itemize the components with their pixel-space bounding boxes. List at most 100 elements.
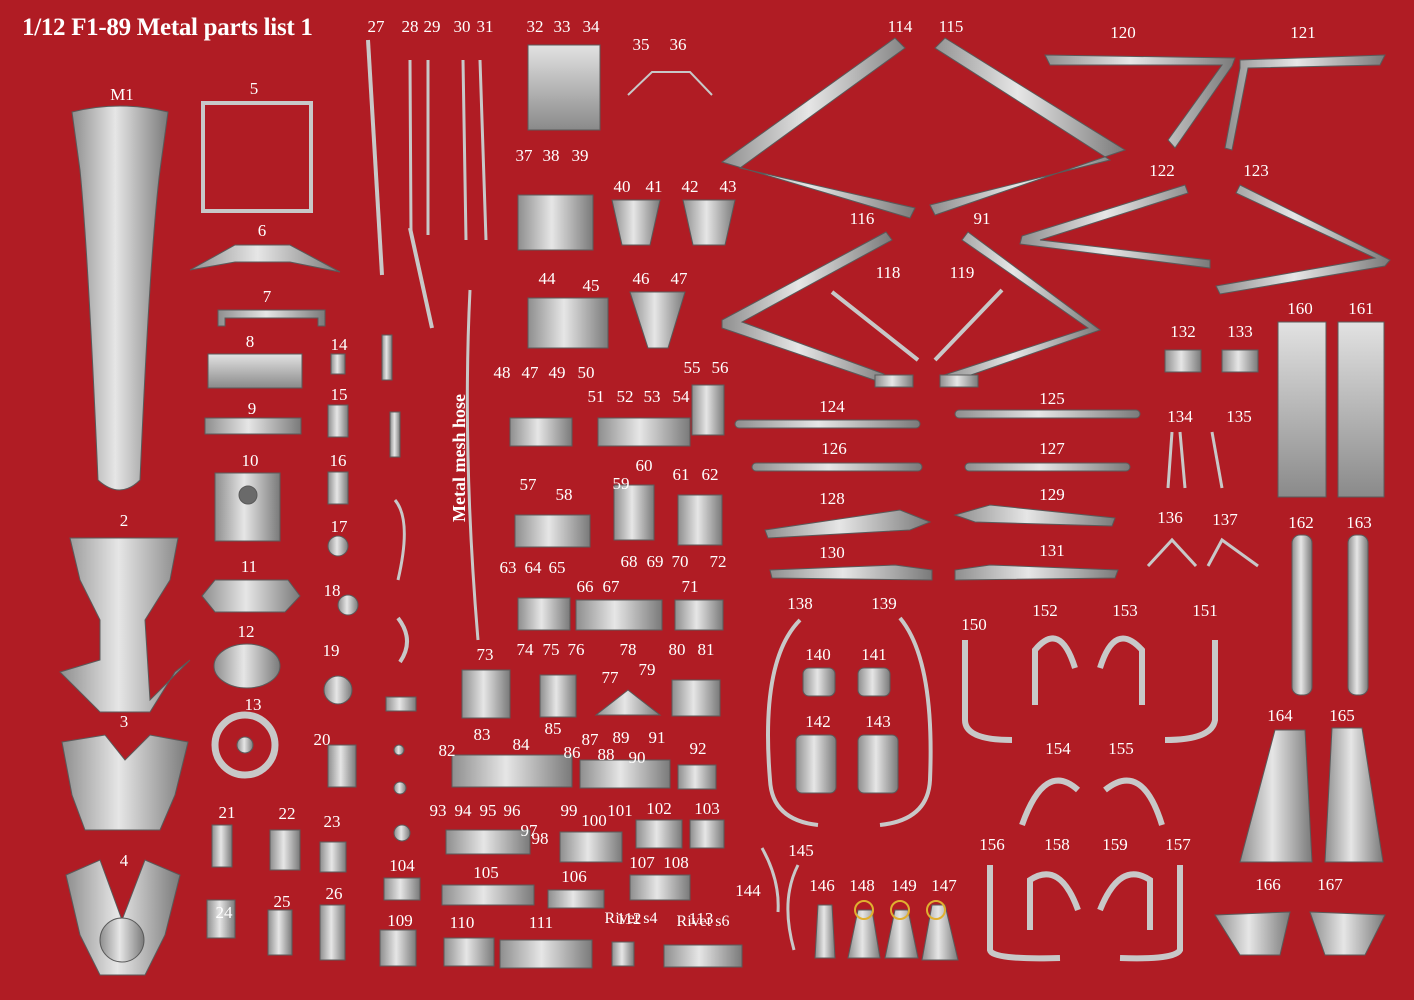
part-label-112: 112 [616,909,642,928]
part-label-13: 14 [330,335,348,354]
part-label-145: 145 [788,841,814,860]
part-label-59: 59 [612,474,630,493]
part-label-79: 79 [638,660,656,679]
part-label-74: 74 [516,640,534,659]
part-label-58: 58 [555,485,573,504]
part-label-48: 47 [521,363,539,382]
part-label-150: 150 [961,615,987,634]
part-label-98: 98 [531,829,549,848]
part-label-131: 131 [1039,541,1065,560]
part-label-47: 48 [493,363,511,382]
part-label-97: 97 [520,821,538,840]
part-label-126: 126 [821,439,847,458]
part-label-102: 102 [646,799,672,818]
part-label-19: 20 [313,730,331,749]
part-label-105: 105 [473,863,499,882]
part-label-160: 160 [1287,299,1313,318]
part-label-127: 127 [1039,439,1065,458]
part-label-90: 90 [628,748,646,767]
metal-mesh-hose-label: Metal mesh hose [449,394,469,522]
part-label-39: 40 [613,177,631,196]
part-label-153: 153 [1112,601,1138,620]
part-label-157: 157 [1165,835,1191,854]
part-label-5: 6 [257,221,267,240]
part-label-24: 25 [273,892,291,911]
part-label-125: 125 [1039,389,1065,408]
part-label-158: 158 [1044,835,1070,854]
part-label-42: 43 [719,177,737,196]
part-label-88: 88 [597,745,615,764]
part-label-41: 42 [681,177,699,196]
part-label-30: 31 [476,17,494,36]
monocoque-part [71,105,169,491]
part-label-12: 13 [244,695,262,714]
part-label-52: 52 [616,387,634,406]
part-label-148: 148 [849,876,875,895]
part-label-139: 139 [871,594,897,613]
part-label-0: M1 [110,85,134,104]
part-label-140: 140 [805,645,831,664]
part-label-6: 7 [262,287,272,306]
part-label-14: 15 [330,385,348,404]
part-label-43: 44 [538,269,556,288]
part-label-78: 78 [619,640,637,659]
part-label-155: 155 [1108,739,1134,758]
part-label-64: 64 [524,558,542,577]
part-label-20: 21 [218,803,236,822]
part-label-130: 130 [819,543,845,562]
bar-part [217,309,326,327]
part-label-103: 103 [694,799,720,818]
part-label-16: 17 [330,517,348,536]
part-label-121: 121 [1290,23,1316,42]
part-label-1: 2 [119,511,129,530]
part-label-38: 39 [571,146,589,165]
part-label-63: 63 [499,558,517,577]
part-label-27: 28 [401,17,419,36]
gearbox-part [59,537,191,713]
highlight-ring-158 [890,900,910,920]
part-label-60: 60 [635,456,653,475]
part-label-165: 165 [1329,706,1355,725]
pedal-box-part [527,44,601,131]
rivet-s6-label: Rivet s6 [676,913,730,930]
part-label-69: 69 [646,552,664,571]
part-label-138: 138 [787,594,813,613]
part-label-82: 82 [438,741,456,760]
part-label-36: 37 [515,146,533,165]
part-label-122: 122 [1149,161,1175,180]
part-label-93: 93 [429,801,447,820]
part-label-56: 56 [711,358,729,377]
part-label-87: 87 [581,730,599,749]
part-label-21: 22 [278,804,296,823]
part-label-94: 94 [454,801,472,820]
part-label-162: 162 [1288,513,1314,532]
part-label-18: 19 [322,641,340,660]
part-label-117: 91 [973,209,991,228]
part-label-166: 166 [1255,875,1281,894]
engine-block-part [61,734,189,831]
part-label-8: 9 [247,399,257,418]
part-label-49: 49 [548,363,566,382]
part-label-23: 24 [215,903,233,922]
part-label-113: 113 [688,909,714,928]
part-label-91: 91 [648,728,666,747]
part-label-144: 144 [735,881,761,900]
part-label-83: 83 [473,725,491,744]
v-engine-part [65,859,181,976]
part-label-57: 57 [519,475,537,494]
part-label-100: 100 [581,811,607,830]
part-label-123: 123 [1243,161,1269,180]
part-label-33: 34 [582,17,600,36]
part-label-142: 142 [805,712,831,731]
part-label-37: 38 [542,146,560,165]
part-label-114: 114 [887,17,913,36]
plate-11-part [201,579,301,613]
part-label-156: 156 [979,835,1005,854]
part-label-28: 29 [423,17,441,36]
cam-cover-left-part [1277,321,1327,498]
part-label-161: 161 [1348,299,1374,318]
part-label-45: 46 [632,269,650,288]
part-label-164: 164 [1267,706,1293,725]
part-label-111: 111 [528,913,554,932]
